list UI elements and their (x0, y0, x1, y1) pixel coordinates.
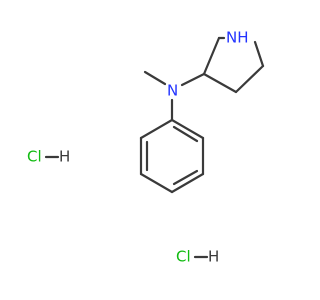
phenyl-ring (139, 118, 205, 194)
bond-n1-c5 (253, 40, 265, 68)
bond-ph-1-2 (170, 118, 205, 140)
salt1-cl-label: Cl (27, 148, 42, 166)
bond-ph-double-b (172, 169, 199, 186)
amine-bonds (143, 70, 206, 122)
bond-n-methyl (143, 70, 167, 86)
bond-c3-n (180, 72, 206, 87)
salt1-h-label: H (59, 148, 70, 166)
bond-c5-c4 (234, 64, 265, 94)
salt2-cl-label: Cl (176, 248, 191, 266)
bond-c4-c3 (202, 72, 238, 94)
pyrrolidine-ring (202, 36, 265, 94)
salt2-h-label: H (208, 248, 219, 266)
bond-ph-6-1 (139, 118, 174, 140)
bond-ph-3-4 (170, 172, 205, 194)
amine-n-label: N (167, 82, 178, 100)
hcl-salt-2: Cl H (176, 248, 219, 266)
bond-ph-double-a (172, 125, 199, 143)
structure-diagram: NH N Cl H Cl H (27, 29, 265, 266)
bond-c3-c2 (202, 36, 221, 76)
bond-ph-4-5 (139, 172, 174, 194)
hcl-salt-1: Cl H (27, 148, 70, 166)
ring-nh-label: NH (226, 29, 249, 47)
